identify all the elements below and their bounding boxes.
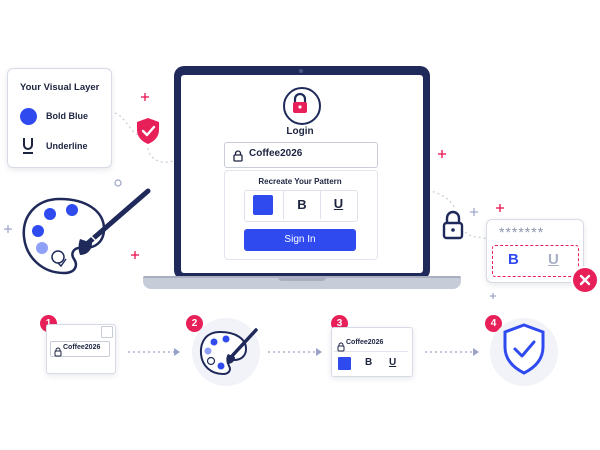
visual-layer-card: Your Visual Layer Bold Blue Underline — [7, 68, 112, 168]
shield-check-icon — [135, 117, 161, 145]
visual-layer-item-bold-blue: Bold Blue — [46, 111, 88, 121]
underline-icon — [22, 137, 34, 155]
password-field[interactable]: Coffee2026 — [224, 142, 378, 168]
visual-layer-title: Your Visual Layer — [20, 82, 100, 93]
step-1-password-field: Coffee2026 — [50, 341, 110, 357]
pattern-divider-1 — [283, 191, 284, 219]
laptop-camera — [299, 69, 303, 73]
step-4-badge: 4 — [485, 315, 502, 332]
padlock-icon — [441, 210, 465, 240]
step-3-password-field: Coffee2026 — [334, 337, 408, 352]
attack-masked-password: ******* — [499, 224, 545, 240]
blue-dot-icon — [20, 108, 37, 125]
login-lock-icon — [283, 87, 321, 125]
step-1-lock-icon — [54, 344, 62, 357]
step-1-corner-icon — [101, 326, 113, 338]
pattern-divider-2 — [320, 191, 321, 219]
step-2-badge: 2 — [186, 315, 203, 332]
step-3-bold-glyph: B — [365, 357, 373, 368]
password-value: Coffee2026 — [249, 148, 303, 159]
password-lock-icon — [233, 149, 243, 162]
login-title: Login — [286, 126, 314, 137]
palette-brush-icon — [20, 185, 155, 280]
attack-bold-glyph: B — [508, 251, 519, 268]
step-3-lock-icon — [337, 339, 345, 352]
error-x-icon — [571, 266, 599, 294]
step-2-palette-icon — [198, 324, 260, 380]
attack-pattern-box: B U — [492, 245, 579, 277]
attack-panel: ******* B U — [486, 219, 584, 283]
step-4-shield-check-icon — [500, 322, 548, 376]
sign-in-button[interactable]: Sign In — [244, 229, 356, 251]
pattern-toolbar — [244, 190, 358, 222]
step-3-blue-swatch — [338, 357, 351, 370]
attack-underline-glyph: U — [548, 251, 559, 268]
laptop-notch — [278, 277, 326, 281]
visual-layer-item-underline: Underline — [46, 141, 88, 151]
step-1-password-value: Coffee2026 — [63, 344, 101, 351]
sign-in-label: Sign In — [284, 234, 316, 245]
pattern-blue-swatch[interactable] — [253, 195, 273, 215]
pattern-bold-button[interactable]: B — [297, 197, 307, 212]
pattern-heading: Recreate Your Pattern — [258, 177, 342, 186]
step-3-underline-glyph: U — [389, 357, 397, 368]
step-3-password-value: Coffee2026 — [346, 339, 384, 346]
pattern-underline-button[interactable]: U — [333, 196, 344, 211]
